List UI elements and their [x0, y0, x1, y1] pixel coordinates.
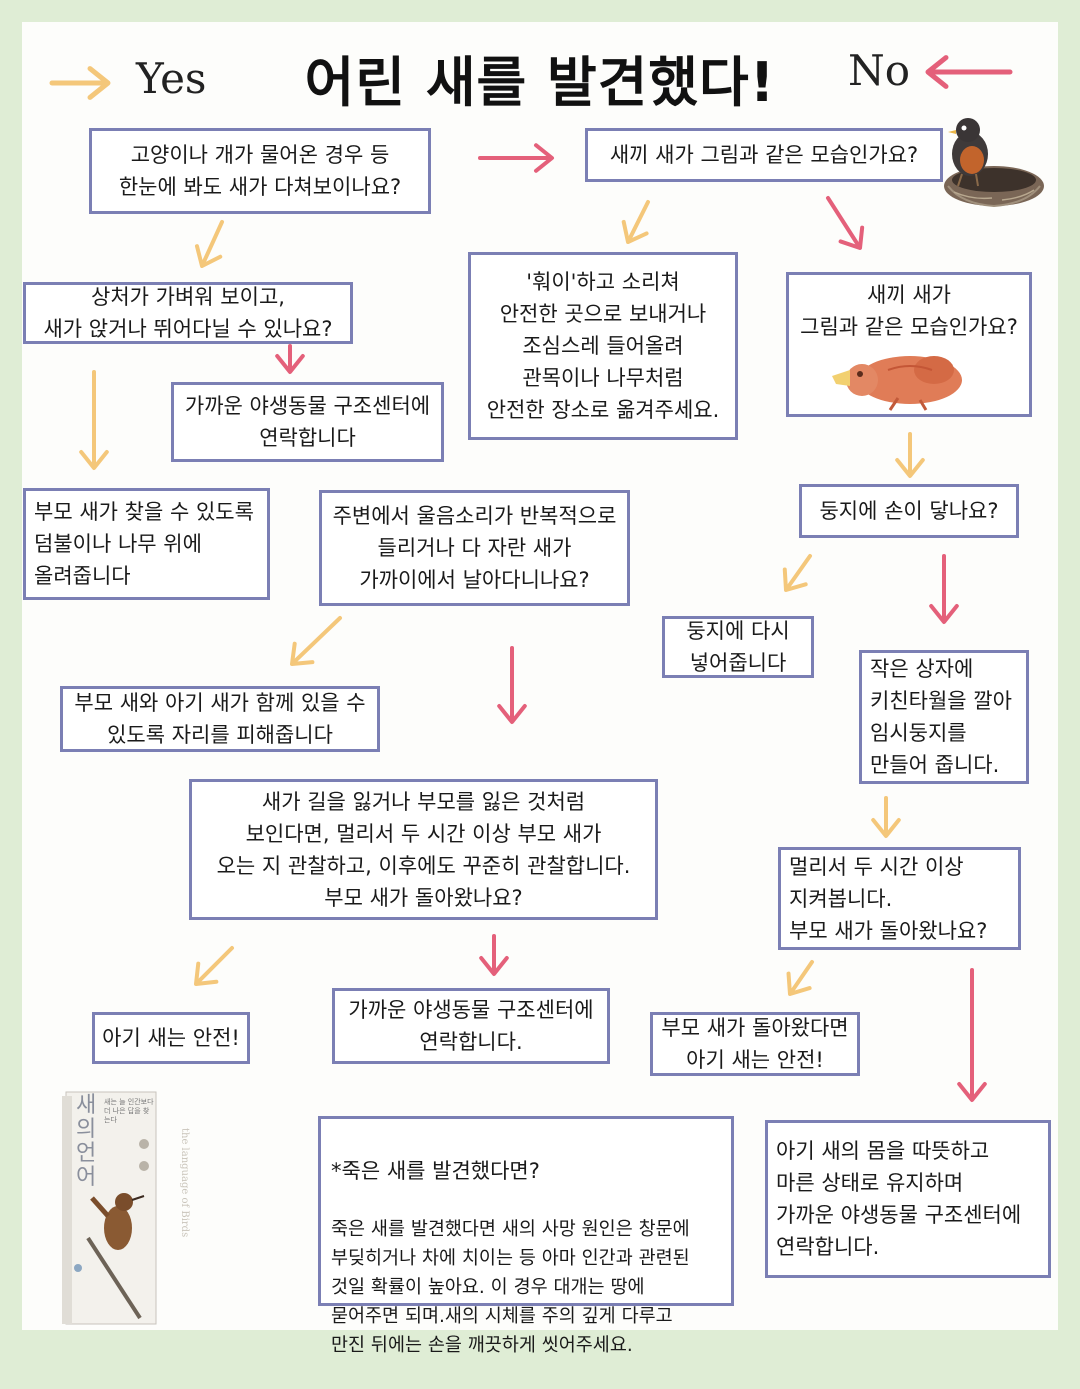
note-title: *죽은 새를 발견했다면? — [331, 1159, 540, 1183]
node-calling-question: 주변에서 울음소리가 반복적으로 들리거나 다 자란 새가 가까이에서 날아다니… — [319, 490, 630, 606]
node-injured-question: 고양이나 개가 물어온 경우 등 한눈에 봐도 새가 다쳐보이나요? — [89, 128, 431, 214]
node-rescue-center-1: 가까운 야생동물 구조센터에 연락합니다 — [171, 382, 444, 462]
nestling-bird-illustration — [832, 356, 962, 411]
node-place-in-bush: 부모 새가 찾을 수 있도록 덤불이나 나무 위에 올려줍니다 — [23, 488, 270, 600]
node-temporary-nest: 작은 상자에 키친타월을 깔아 임시둥지를 만들어 줍니다. — [859, 650, 1029, 784]
node-reach-nest-question: 둥지에 손이 닿나요? — [799, 484, 1019, 538]
node-watch-two-hours: 멀리서 두 시간 이상 지켜봅니다. 부모 새가 돌아왔나요? — [778, 847, 1021, 950]
node-observe-parents: 새가 길을 잃거나 부모를 잃은 것처럼 보인다면, 멀리서 두 시간 이상 부… — [189, 779, 658, 920]
book-english-title: the language of Birds — [178, 1128, 190, 1237]
book-cover: 새의 언어 새는 늘 인간보다 더 나은 답을 찾는다 the language… — [58, 1088, 190, 1328]
node-fledgling-question: 새끼 새가 그림과 같은 모습인가요? — [585, 128, 943, 182]
node-give-space: 부모 새와 아기 새가 함께 있을 수 있도록 자리를 피해줍니다 — [60, 686, 380, 752]
node-keep-warm: 아기 새의 몸을 따뜻하고 마른 상태로 유지하며 가까운 야생동물 구조센터에… — [765, 1120, 1051, 1278]
yes-legend-label: Yes — [136, 54, 207, 103]
book-cover-art — [62, 1091, 157, 1325]
book-subtitle: 새는 늘 인간보다 더 나은 답을 찾는다 — [104, 1098, 154, 1124]
note-body: 죽은 새를 발견했다면 새의 사망 원인은 창문에 부딪히거나 차에 치이는 등… — [331, 1219, 690, 1356]
no-legend-label: No — [848, 46, 911, 95]
node-light-injury-question: 상처가 가벼워 보이고, 새가 앉거나 뛰어다닐 수 있나요? — [23, 282, 353, 344]
fledgling-bird-illustration — [944, 118, 1044, 208]
book-title: 새의 언어 — [76, 1093, 97, 1190]
node-baby-safe-2: 부모 새가 돌아왔다면 아기 새는 안전! — [650, 1012, 860, 1076]
page-title: 어린 새를 발견했다! — [304, 51, 776, 114]
node-put-back-in-nest: 둥지에 다시 넣어줍니다 — [662, 616, 814, 678]
node-rescue-center-2: 가까운 야생동물 구조센터에 연락합니다. — [332, 988, 610, 1064]
dead-bird-note: *죽은 새를 발견했다면? 죽은 새를 발견했다면 새의 사망 원인은 창문에 … — [318, 1116, 734, 1356]
node-shoo-to-safety: '훠이'하고 소리쳐 안전한 곳으로 보내거나 조심스레 들어올려 관목이나 나… — [468, 252, 738, 440]
node-baby-safe-1: 아기 새는 안전! — [92, 1012, 250, 1064]
